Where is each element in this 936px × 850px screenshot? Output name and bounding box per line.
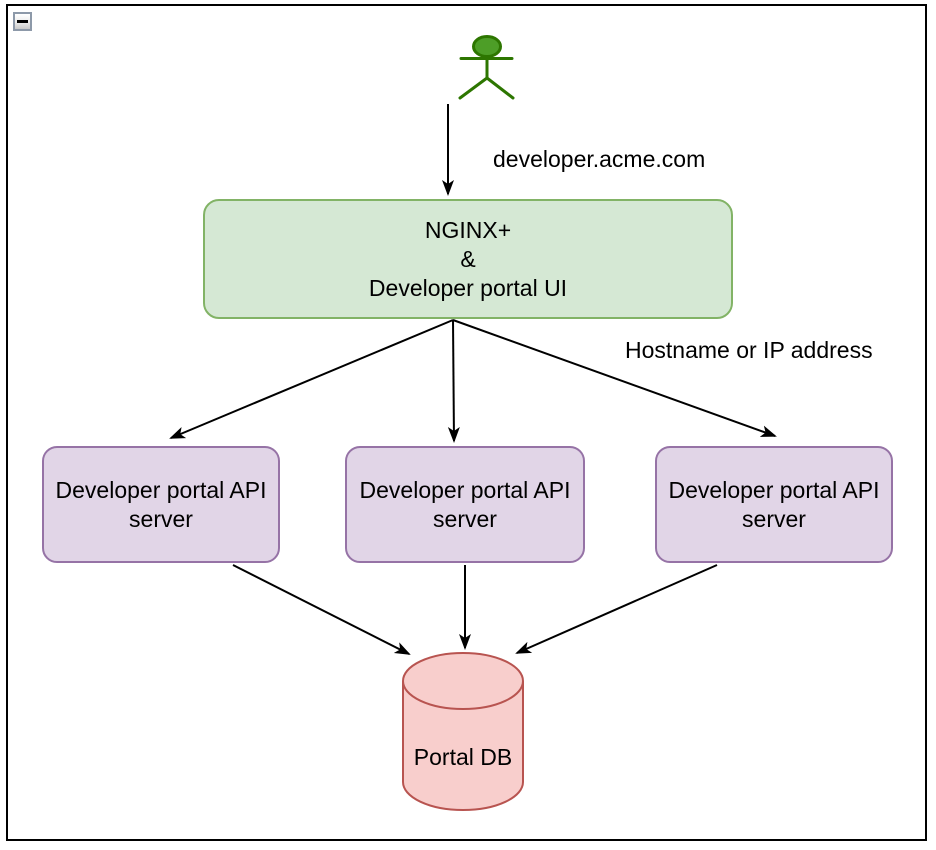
portal-db-node[interactable] [402,652,524,811]
db-cylinder-body [402,652,524,811]
db-cylinder-rim [402,680,524,710]
nginx-node-line-2: & [460,245,476,272]
actor-head [472,35,502,58]
minus-icon [17,20,28,23]
nginx-node-line-3: Developer portal UI [368,274,568,301]
api-server-label: Developer portal API server [55,476,267,532]
edge-nginx-to-server-3[interactable] [452,319,777,437]
collapse-button[interactable] [13,12,32,31]
edge-server-1-to-db[interactable] [232,564,411,655]
edge-nginx-to-server-1[interactable] [169,319,454,439]
diagram-frame [6,4,927,841]
edge-label-developer-url: developer.acme.com [493,146,706,172]
edge-server-3-to-db[interactable] [515,564,718,654]
api-server-node-3[interactable]: Developer portal API server [655,446,893,563]
api-server-label: Developer portal API server [359,476,571,532]
user-actor-node[interactable] [458,35,515,100]
api-server-label: Developer portal API server [668,476,880,532]
api-server-node-1[interactable]: Developer portal API server [42,446,280,563]
edge-label-hostname-ip: Hostname or IP address [625,337,873,363]
portal-db-label: Portal DB [413,744,513,770]
api-server-node-2[interactable]: Developer portal API server [345,446,585,563]
nginx-node-line-1: NGINX+ [424,216,512,243]
actor-legs [458,76,515,100]
edge-nginx-to-server-2[interactable] [447,319,460,443]
nginx-portal-ui-node[interactable]: NGINX+ & Developer portal UI [203,199,733,319]
